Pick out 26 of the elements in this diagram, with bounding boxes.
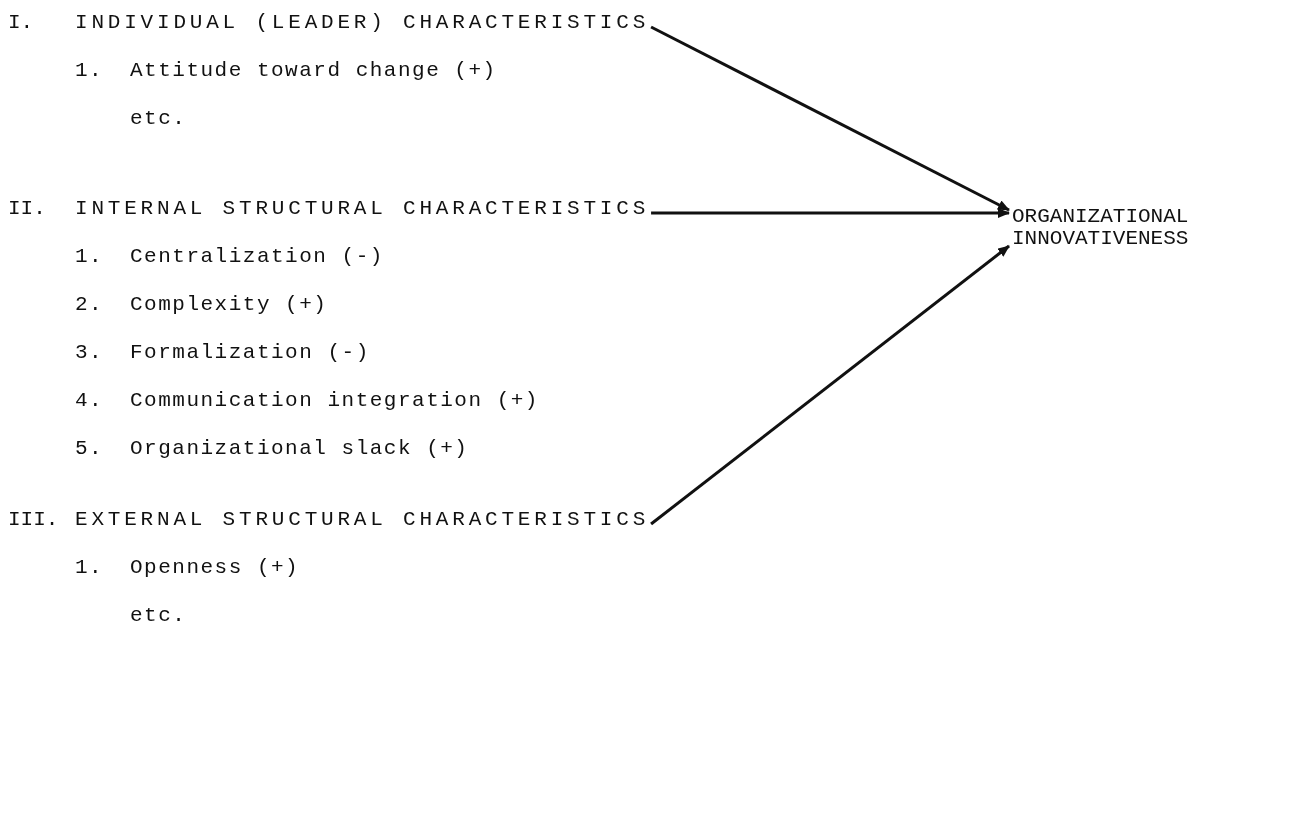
section-heading: INTERNAL STRUCTURAL CHARACTERISTICS [75, 196, 650, 222]
section-numeral: III. [8, 507, 59, 533]
item-number: 3. [75, 340, 104, 366]
item-text: Organizational slack (+) [130, 436, 469, 462]
section-numeral: I. [8, 10, 34, 36]
item-text: etc. [130, 603, 187, 629]
item-text: Openness (+) [130, 555, 300, 581]
arrow [650, 244, 1010, 526]
item-number: 1. [75, 555, 104, 581]
section-numeral: II. [8, 196, 46, 222]
item-text: etc. [130, 106, 187, 132]
item-number: 1. [75, 58, 104, 84]
arrow [650, 25, 1010, 212]
item-number: 4. [75, 388, 104, 414]
section-heading: INDIVIDUAL (LEADER) CHARACTERISTICS [75, 10, 650, 36]
outcome-label: ORGANIZATIONAL INNOVATIVENESS [1012, 206, 1190, 250]
item-text: Attitude toward change (+) [130, 58, 497, 84]
item-number: 5. [75, 436, 104, 462]
item-number: 2. [75, 292, 104, 318]
item-text: Complexity (+) [130, 292, 328, 318]
item-number: 1. [75, 244, 104, 270]
arrow [651, 208, 1010, 218]
item-text: Communication integration (+) [130, 388, 539, 414]
item-text: Formalization (-) [130, 340, 370, 366]
item-text: Centralization (-) [130, 244, 384, 270]
section-heading: EXTERNAL STRUCTURAL CHARACTERISTICS [75, 507, 650, 533]
